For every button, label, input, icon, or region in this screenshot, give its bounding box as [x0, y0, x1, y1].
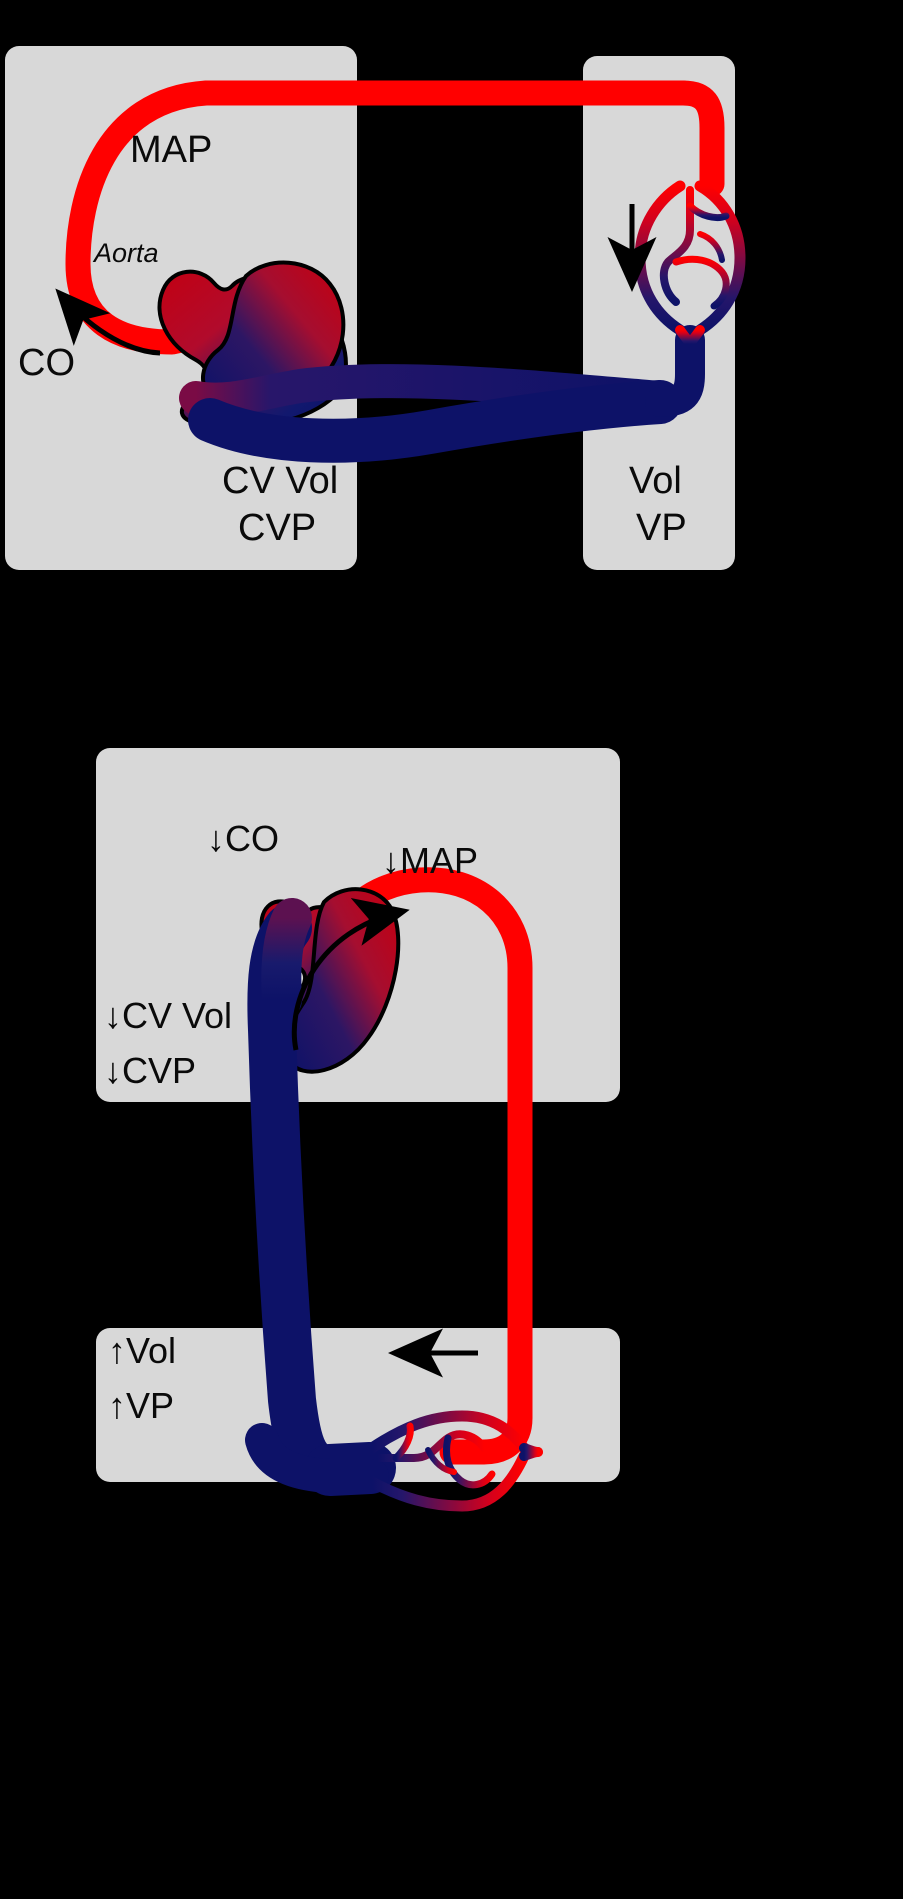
heart-panel-hemorrhage [96, 748, 620, 1102]
vp-label: VP [636, 507, 687, 549]
cvp-decreased-label: ↓CVP [104, 1050, 197, 1091]
co-decreased-label: ↓CO [207, 818, 279, 859]
map-label: MAP [130, 129, 213, 171]
vp-increased-label: ↑VP [108, 1385, 175, 1426]
vol-label: Vol [629, 460, 682, 502]
map-decreased-label: ↓MAP [382, 840, 479, 881]
cv-vol-label: CV Vol [222, 460, 339, 502]
co-label: CO [18, 342, 75, 384]
cv-vol-decreased-label: ↓CV Vol [104, 995, 233, 1036]
cvp-label: CVP [238, 507, 317, 549]
aorta-label: Aorta [94, 238, 159, 268]
vol-increased-label: ↑Vol [108, 1330, 177, 1371]
